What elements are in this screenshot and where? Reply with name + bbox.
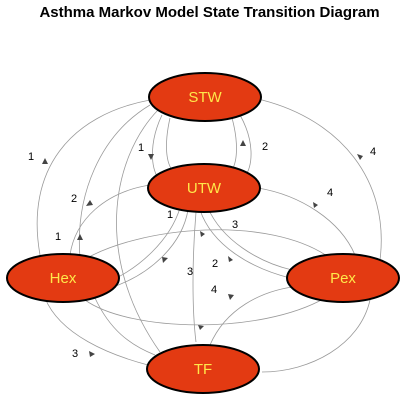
edge-utw-hex	[69, 184, 151, 256]
edge-hex-tf	[44, 297, 149, 366]
edge-stw-utw-right	[239, 114, 252, 179]
node-tf-shape	[146, 344, 260, 394]
edge-label: 2	[212, 258, 218, 270]
edge-utw-hex-lower-b	[109, 209, 189, 289]
edge-label: 4	[370, 146, 376, 158]
edge-stw-utw-left	[152, 114, 163, 179]
node-pex-label: Pex	[330, 270, 356, 287]
state-nodes: STW UTW Hex Pex TF	[6, 72, 400, 394]
arrowhead	[240, 140, 246, 146]
node-tf-label: TF	[194, 361, 212, 378]
edge-label: 4	[327, 187, 333, 199]
node-stw-label: STW	[188, 89, 222, 106]
edge-utw-pex-lower-a	[199, 209, 291, 279]
edge-label: 3	[187, 266, 193, 278]
arrowhead	[89, 351, 95, 357]
edge-pex-hex-lower	[84, 297, 326, 326]
transition-labels: 1 1 2 4 2 4 1 1 3 3 2 4 3	[28, 141, 376, 360]
arrowhead	[198, 325, 204, 330]
edge-hex-tf-inner	[94, 297, 156, 356]
arrowhead	[228, 256, 233, 262]
arrowhead	[357, 154, 363, 160]
edge-hex-pex-upper	[79, 229, 331, 263]
edge-utw-pex-lower-b	[207, 207, 293, 271]
arrowhead	[77, 234, 83, 240]
edge-label: 1	[28, 151, 34, 163]
edge-pex-tf	[209, 285, 301, 346]
node-tf[interactable]: TF	[146, 344, 260, 394]
node-utw[interactable]: UTW	[147, 163, 261, 213]
edge-stw-hex-outer	[36, 99, 151, 256]
edge-label: 1	[55, 231, 61, 243]
arrowhead	[200, 231, 205, 237]
edge-stw-tf	[116, 109, 161, 353]
edge-label: 3	[72, 348, 78, 360]
arrowhead	[42, 158, 48, 164]
node-hex-shape	[6, 253, 120, 303]
edge-label: 2	[262, 141, 268, 153]
edge-utw-stw-a	[166, 117, 173, 171]
node-pex-shape	[286, 253, 400, 303]
edge-pex-tf-right	[261, 299, 371, 373]
transition-edges	[36, 99, 382, 373]
arrowhead	[162, 257, 168, 263]
edge-label: 4	[211, 284, 217, 296]
edge-label: 2	[71, 193, 77, 205]
edge-stw-hex-inner	[78, 104, 151, 259]
edge-utw-pex	[257, 187, 356, 256]
node-utw-shape	[147, 163, 261, 213]
arrowhead	[228, 294, 234, 300]
node-stw[interactable]: STW	[148, 72, 262, 122]
arrowhead	[148, 154, 154, 160]
edge-label: 1	[138, 142, 144, 154]
arrowhead	[313, 202, 318, 208]
diagram-title: Asthma Markov Model State Transition Dia…	[39, 4, 380, 21]
node-pex[interactable]: Pex	[286, 253, 400, 303]
edge-label: 1	[167, 209, 173, 221]
node-stw-shape	[148, 72, 262, 122]
node-hex-label: Hex	[50, 270, 77, 287]
edge-utw-stw-b	[231, 117, 237, 171]
edge-stw-pex	[261, 99, 382, 261]
edge-utw-tf	[192, 211, 197, 343]
edge-label: 3	[232, 219, 238, 231]
node-utw-label: UTW	[187, 180, 222, 197]
arrowhead	[86, 200, 93, 206]
node-hex[interactable]: Hex	[6, 253, 120, 303]
transition-arrows	[42, 140, 363, 357]
